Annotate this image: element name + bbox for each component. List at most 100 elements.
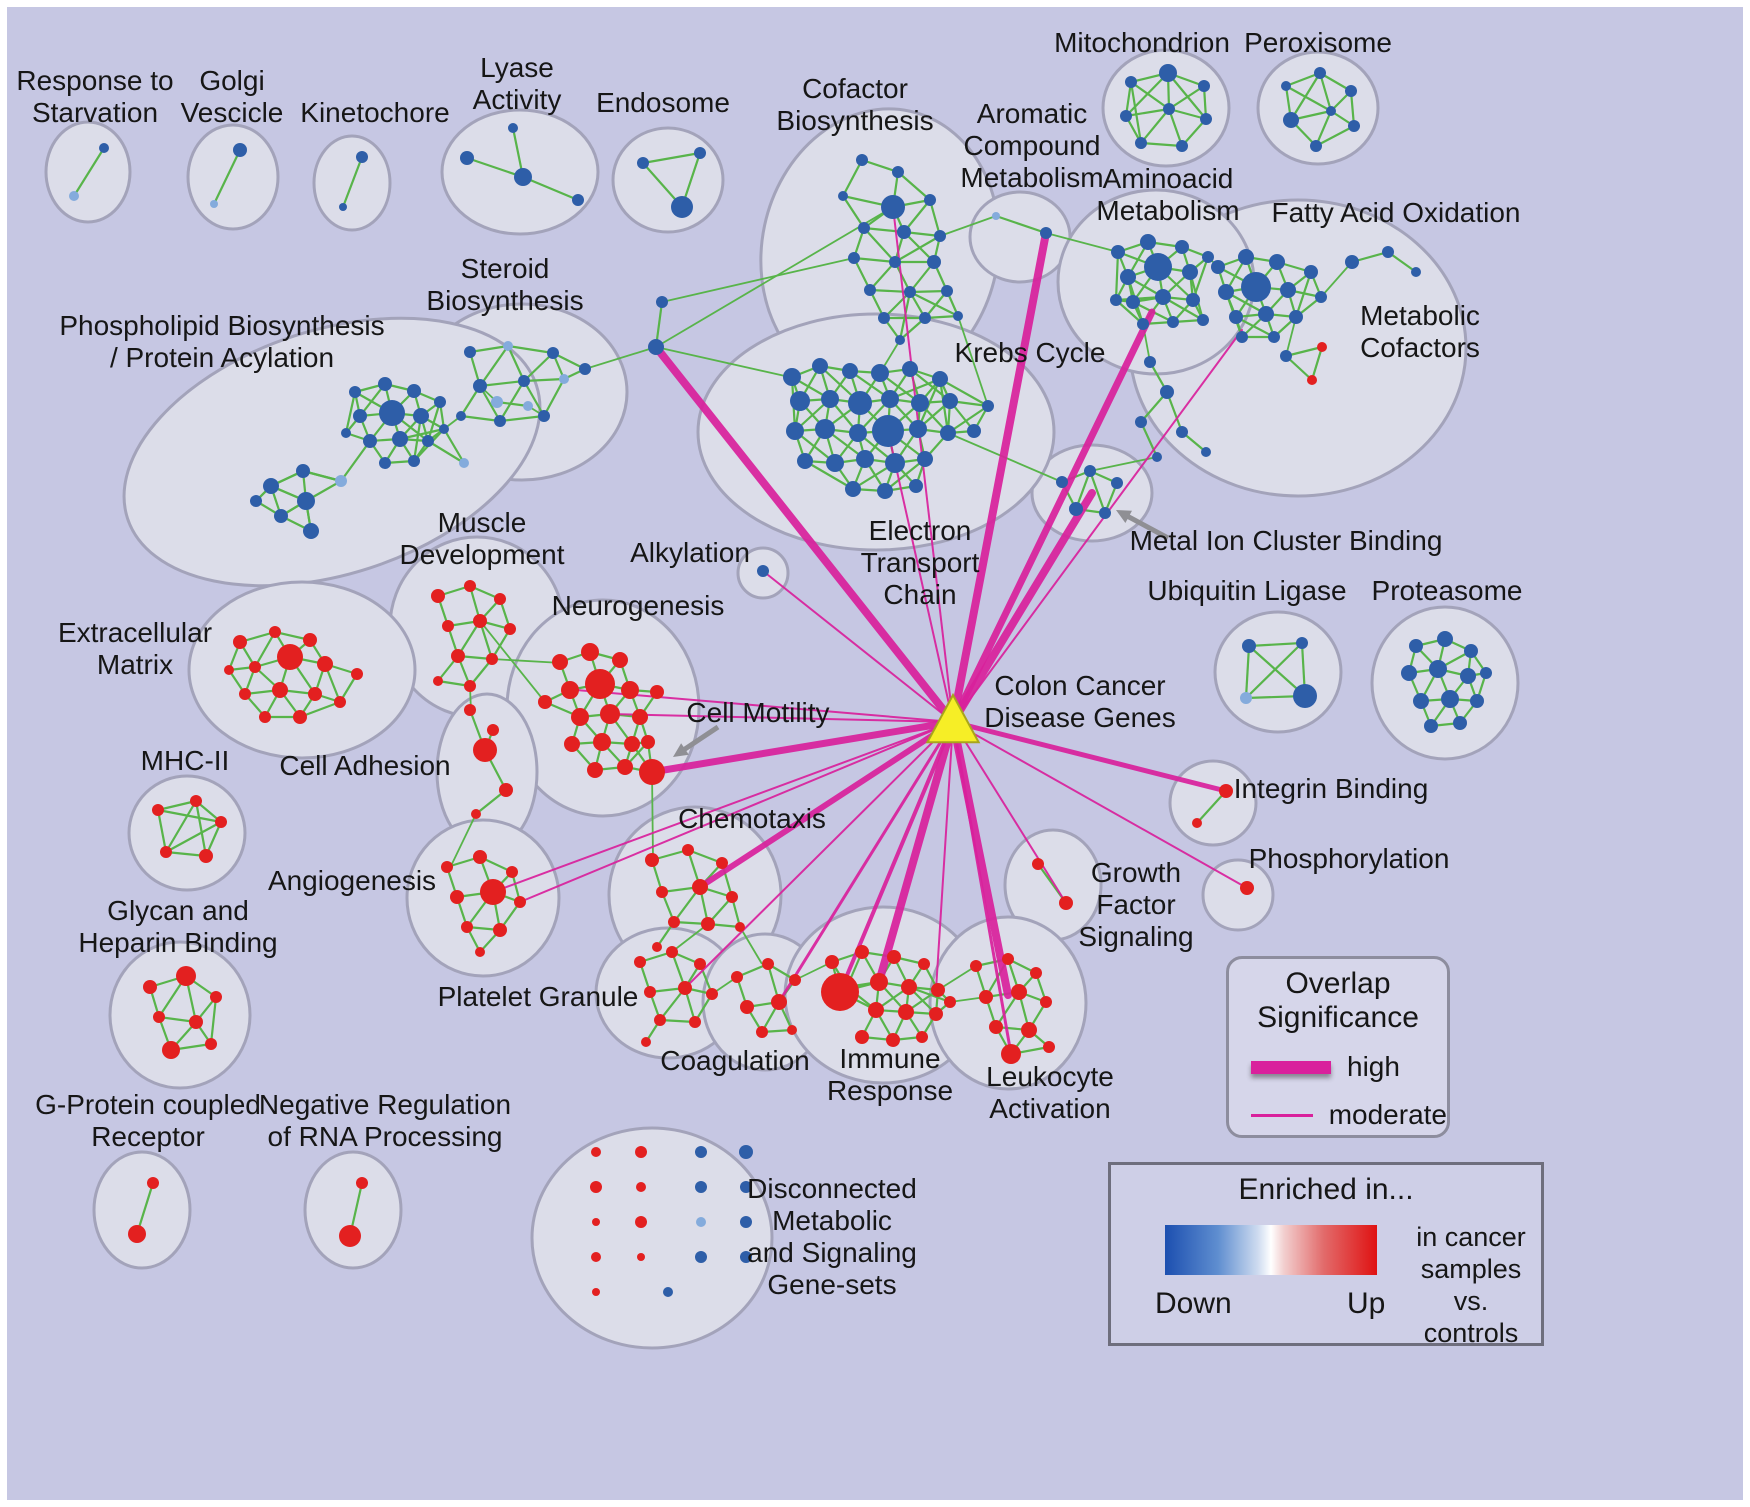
gene-set-edge (1310, 346, 1324, 381)
gene-set-edge (209, 996, 218, 1045)
gene-set-node (339, 1225, 361, 1247)
gene-set-node (259, 711, 271, 723)
gene-set-node (967, 424, 981, 438)
gene-set-node (269, 626, 281, 638)
gene-set-node (250, 495, 262, 507)
gene-set-node (152, 804, 164, 816)
label-phospholipid-biosynthesis: Phospholipid Biosynthesis/ Protein Acyla… (59, 310, 384, 373)
gene-set-node (1345, 85, 1357, 97)
gene-set-node (797, 453, 813, 469)
gene-set-node (1144, 253, 1172, 281)
overlap-significance-edge (652, 343, 957, 726)
gene-set-edge (909, 291, 959, 317)
gene-set-edge (157, 799, 197, 812)
gene-set-node (1155, 289, 1171, 305)
gene-set-node (918, 958, 930, 970)
gene-set-edge (1285, 71, 1321, 88)
gene-set-edge (460, 414, 501, 423)
gene-set-node (547, 347, 559, 359)
gene-set-edge (156, 809, 168, 853)
gene-set-edge (522, 175, 579, 202)
gene-set-node (917, 451, 933, 467)
colon-cancer-hub-triangle (925, 692, 981, 744)
gene-set-node (787, 1025, 797, 1035)
gene-set-node (1314, 67, 1326, 79)
gene-set-node (1110, 294, 1122, 306)
cluster-negreg-rna (303, 1150, 403, 1270)
legend-overlap-significance: Overlap Significance high moderate (1226, 956, 1450, 1138)
gene-set-node (845, 481, 861, 497)
gene-set-node (1293, 684, 1317, 708)
cluster-phospholipid-biosynthesis (122, 316, 542, 588)
label-chemotaxis: Chemotaxis (678, 803, 826, 834)
gene-set-edge (1285, 345, 1323, 358)
gene-set-node (1315, 291, 1327, 303)
gene-set-node (461, 921, 473, 933)
gene-set-edge (1245, 642, 1303, 699)
gene-set-node (1219, 784, 1233, 798)
gene-set-node (1182, 264, 1198, 280)
gene-set-edge (427, 440, 465, 464)
gene-set-node (356, 1177, 368, 1189)
gene-set-edge (479, 379, 525, 388)
overlap-significance-edge (697, 719, 956, 890)
gene-set-edge (73, 147, 105, 197)
gene-set-node (909, 420, 927, 438)
inter-cluster-edge (937, 965, 977, 991)
gene-set-node (473, 850, 487, 864)
gene-set-node (210, 200, 218, 208)
gene-set-node (593, 733, 611, 751)
gene-set-node (473, 738, 497, 762)
gene-set-node (815, 419, 835, 439)
gene-set-node (1464, 644, 1478, 658)
gene-set-node (868, 1002, 884, 1018)
gene-set-edge (861, 158, 899, 174)
inter-cluster-edge (479, 620, 546, 703)
gene-set-node (885, 453, 905, 473)
high-significance-label: high (1347, 1051, 1400, 1082)
gene-set-node (272, 682, 288, 698)
gene-set-node (518, 375, 530, 387)
inter-cluster-edge (655, 346, 795, 379)
gene-set-node (1470, 694, 1484, 708)
gene-set-node (878, 312, 890, 324)
gene-set-node (1280, 282, 1296, 298)
gene-set-node (771, 994, 787, 1010)
overlap-significance-edge (875, 718, 957, 986)
gene-set-edge (804, 460, 854, 490)
overlap-significance-edge (762, 570, 954, 723)
gene-set-node (1348, 120, 1360, 132)
gene-set-node (953, 311, 963, 321)
gene-set-edge (426, 401, 442, 442)
gene-set-node (162, 1041, 180, 1059)
gene-set-node (881, 195, 905, 219)
gene-set-node (464, 680, 476, 692)
gene-set-node (1135, 137, 1147, 149)
gene-set-node (442, 620, 454, 632)
inter-cluster-edge (939, 215, 997, 237)
enrichment-up-label: Up (1347, 1287, 1386, 1320)
gene-set-node (695, 1146, 707, 1158)
gene-set-node (353, 409, 367, 423)
gene-set-node (740, 1216, 752, 1228)
enrichment-note-line2: samples (1420, 1254, 1522, 1284)
gene-set-edge (1088, 470, 1107, 514)
gene-set-node (464, 704, 476, 716)
cluster-disconnected-genesets (530, 1126, 774, 1350)
gene-set-node (1218, 284, 1234, 300)
gene-set-edge (1125, 107, 1170, 118)
gene-set-node (303, 523, 319, 539)
gene-set-node (493, 923, 507, 937)
gene-set-node (1345, 255, 1359, 269)
gene-set-node (848, 391, 872, 415)
gene-set-node (924, 194, 936, 206)
gene-set-node (648, 339, 664, 355)
gene-set-edge (1290, 72, 1321, 121)
gene-set-node (450, 890, 464, 904)
gene-set-node (451, 649, 465, 663)
gene-set-node (233, 635, 247, 649)
gene-set-node (826, 454, 844, 472)
gene-set-node (339, 203, 347, 211)
